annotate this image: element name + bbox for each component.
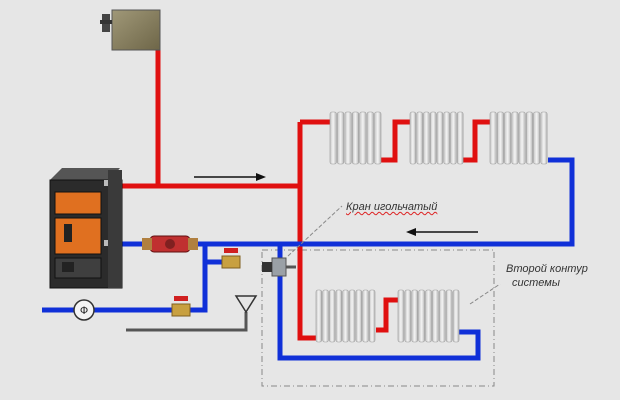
- supply-pipes: [120, 44, 490, 341]
- radiator-4: [315, 289, 376, 343]
- radiator-3: [489, 111, 548, 165]
- second-circuit-label-line2: системы: [512, 277, 560, 289]
- ball-valve-makeup: [171, 296, 191, 317]
- supply-flow-arrow: [194, 173, 266, 181]
- ball-valve-feed: [221, 248, 241, 269]
- radiator-link-1: [380, 119, 410, 163]
- needle-valve-leader: [287, 205, 343, 257]
- boiler-logo-plate: [64, 224, 72, 242]
- drain-funnel: [234, 295, 258, 314]
- second-circuit-leader: [469, 283, 501, 305]
- return-flow-arrow: [406, 228, 478, 236]
- radiator-1: [329, 111, 382, 165]
- flow-meter-symbol: Ф: [80, 305, 88, 317]
- return-from-top-radiators: [120, 157, 575, 247]
- radiators: [315, 111, 548, 343]
- second-circuit-label-line1: Второй контур: [506, 263, 588, 275]
- boiler-door-middle: [54, 217, 102, 255]
- radiator-2: [409, 111, 464, 165]
- radiator-5: [397, 289, 460, 343]
- radiator-link-3: [376, 297, 398, 333]
- needle-valve-label: Кран игольчатый: [346, 201, 438, 213]
- drain-pipe: [126, 312, 248, 332]
- return-second-circuit: [277, 244, 481, 361]
- needle-valve: [262, 257, 296, 277]
- solid-fuel-boiler: [49, 168, 123, 289]
- second-circuit-label: Второй контур системы: [506, 262, 588, 290]
- second-circuit-boundary: [261, 249, 495, 387]
- flow-meter: Ф: [73, 299, 95, 321]
- circulation-pump: [142, 235, 198, 253]
- boiler-door-lower: [54, 257, 102, 279]
- boiler-door-upper: [54, 191, 102, 215]
- expansion-tank: [100, 9, 161, 51]
- radiator-link-2: [462, 119, 490, 163]
- supply-drop-second-circuit: [297, 186, 316, 341]
